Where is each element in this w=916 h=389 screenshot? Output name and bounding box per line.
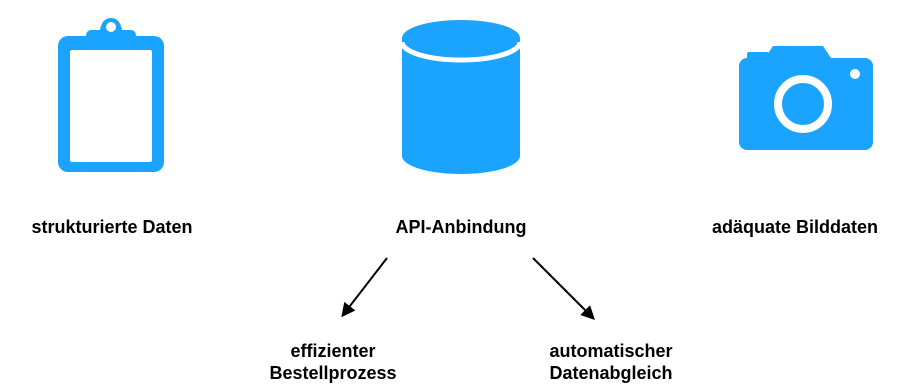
outcome-line-1: automatischer — [549, 341, 673, 361]
clipboard-icon — [58, 18, 164, 172]
camera-icon — [739, 46, 873, 150]
outcome-line-1: effizienter — [290, 341, 376, 361]
outcome-efficient-ordering: effizienter Bestellprozess — [269, 340, 396, 384]
outcome-automatic-sync: automatischer Datenabgleich — [549, 340, 672, 384]
node-label-image-data: adäquate Bilddaten — [711, 217, 879, 237]
node-label-structured-data: strukturierte Daten — [31, 217, 193, 237]
node-label-api-connection: API-Anbindung — [395, 217, 527, 237]
outcome-line-2: Datenabgleich — [549, 363, 673, 383]
database-icon — [400, 20, 522, 174]
arrow-to-order-process — [341, 257, 388, 318]
outcome-line-2: Bestellprozess — [269, 363, 397, 383]
arrow-to-data-sync — [532, 257, 595, 320]
